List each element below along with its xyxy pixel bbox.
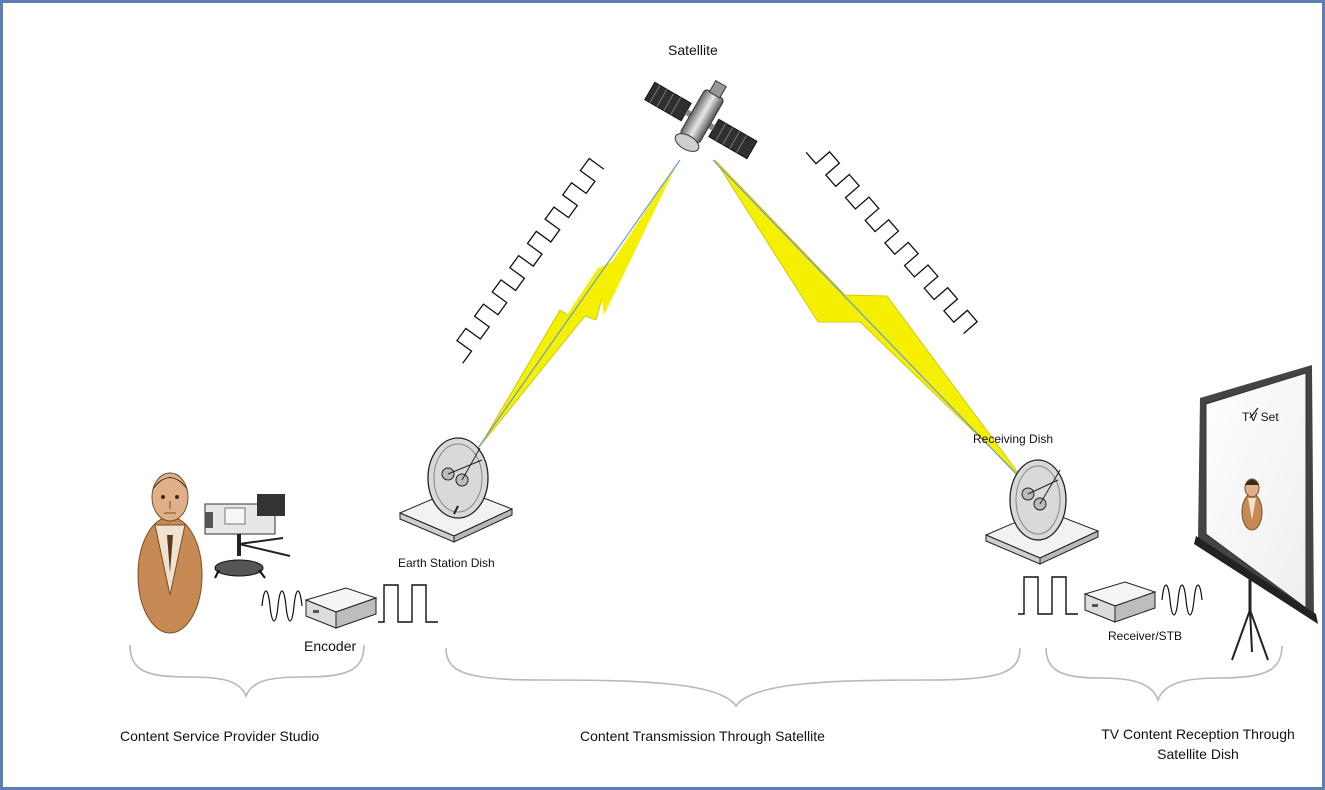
encoder-box-icon bbox=[304, 587, 378, 629]
earth-station-dish-label: Earth Station Dish bbox=[398, 556, 495, 570]
receiver-sine-wave bbox=[1161, 584, 1203, 616]
camera-icon bbox=[204, 494, 291, 579]
reception-section-label: TV Content Reception Through Satellite D… bbox=[1078, 724, 1318, 764]
dish-icon bbox=[398, 437, 514, 543]
receiver-box-icon bbox=[1083, 581, 1157, 623]
satellite-icon bbox=[644, 79, 758, 160]
reception-section-line2: Satellite Dish bbox=[1157, 746, 1239, 762]
uplink-square-wave bbox=[456, 157, 605, 364]
tv-set-label: TV Set bbox=[1242, 410, 1279, 424]
received-square-wave bbox=[1018, 576, 1078, 615]
satellite-label: Satellite bbox=[668, 42, 718, 58]
presenter-icon bbox=[137, 472, 203, 634]
reception-section-line1: TV Content Reception Through bbox=[1101, 726, 1295, 742]
reception-brace bbox=[1045, 645, 1283, 703]
downlink-square-wave bbox=[805, 150, 979, 334]
studio-section-label: Content Service Provider Studio bbox=[120, 728, 320, 744]
tv-screen-icon bbox=[1194, 365, 1318, 661]
transmission-brace bbox=[445, 647, 1021, 708]
uplink-beam bbox=[477, 159, 681, 449]
studio-sine-wave bbox=[261, 590, 303, 622]
receiver-stb-label: Receiver/STB bbox=[1108, 629, 1183, 643]
encoder-label: Encoder bbox=[304, 638, 357, 654]
dish-icon bbox=[984, 459, 1100, 565]
receiving-dish-label: Receiving Dish bbox=[973, 432, 1054, 446]
transmission-section-label: Content Transmission Through Satellite bbox=[580, 728, 825, 744]
encoded-square-wave bbox=[378, 584, 438, 623]
studio-brace bbox=[129, 644, 365, 699]
